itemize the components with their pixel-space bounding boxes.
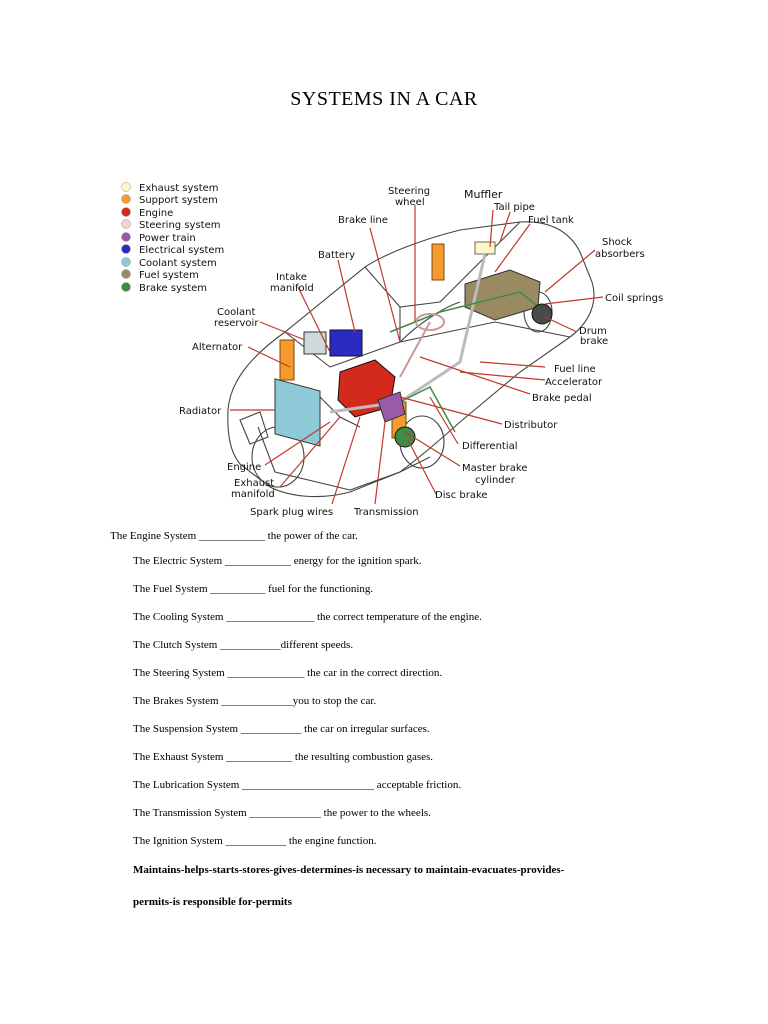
legend-label: Steering system	[139, 220, 220, 231]
label-coil-springs: Coil springs	[605, 293, 663, 304]
label-brake-pedal: Brake pedal	[532, 393, 592, 404]
front-spring-part	[279, 339, 295, 381]
label-drum-brake-2: brake	[580, 336, 608, 347]
label-brake-line: Brake line	[338, 215, 388, 226]
legend-swatch	[121, 182, 131, 192]
legend: Exhaust system Support system Engine Ste…	[121, 182, 224, 294]
steering-column-part	[399, 321, 431, 378]
sentence-electric: The Electric System ____________ energy …	[133, 555, 422, 567]
muffler-part	[474, 241, 496, 255]
label-alternator: Alternator	[192, 342, 243, 353]
sentence-steering: The Steering System ______________ the c…	[133, 667, 443, 679]
sentence-suspension: The Suspension System ___________ the ca…	[133, 723, 430, 735]
exhaust-pipe-part	[329, 253, 487, 414]
label-fuel-line: Fuel line	[554, 364, 596, 375]
label-exhaust-manifold-1: Exhaust	[234, 478, 274, 489]
legend-label: Support system	[139, 195, 218, 206]
legend-label: Fuel system	[139, 270, 199, 281]
label-transmission: Transmission	[353, 507, 419, 518]
drum-brake-part	[531, 303, 553, 325]
sentence-clutch: The Clutch System ___________different s…	[133, 639, 354, 651]
sentence-exhaust: The Exhaust System ____________ the resu…	[133, 751, 434, 763]
label-steering-wheel-1: Steering	[388, 186, 430, 197]
label-distributor: Distributor	[504, 420, 558, 431]
label-steering-wheel-2: wheel	[395, 197, 425, 208]
legend-label: Electrical system	[139, 245, 224, 256]
legend-swatch	[121, 207, 131, 217]
label-shock-absorbers-1: Shock	[602, 237, 632, 248]
label-exhaust-manifold-2: manifold	[231, 489, 275, 500]
diagram-labels: Steering wheel Muffler Tail pipe Brake l…	[179, 186, 663, 518]
sentence-lubrication: The Lubrication System _________________…	[133, 779, 462, 791]
label-coolant-reservoir-1: Coolant	[217, 307, 255, 318]
legend-label: Coolant system	[139, 258, 217, 269]
label-disc-brake: Disc brake	[435, 490, 488, 501]
legend-swatch	[121, 282, 131, 292]
battery-part	[329, 329, 363, 357]
brake-line-part-2	[399, 386, 456, 433]
sentence-engine: The Engine System ____________ the power…	[110, 530, 358, 542]
label-differential: Differential	[462, 441, 518, 452]
sentence-brakes: The Brakes System _____________you to st…	[133, 695, 377, 707]
legend-label: Power train	[139, 233, 196, 244]
page-title: SYSTEMS IN A CAR	[290, 88, 478, 110]
legend-label: Engine	[139, 208, 173, 219]
sentence-fuel: The Fuel System __________ fuel for the …	[133, 583, 374, 595]
label-master-brake-1: Master brake	[462, 463, 528, 474]
word-bank-line-1: Maintains-helps-starts-stores-gives-dete…	[133, 864, 565, 876]
legend-swatch	[121, 232, 131, 242]
label-coolant-reservoir-2: reservoir	[214, 318, 259, 329]
legend-swatch	[121, 257, 131, 267]
label-fuel-tank: Fuel tank	[528, 215, 574, 226]
label-muffler: Muffler	[464, 188, 503, 201]
label-master-brake-2: cylinder	[475, 475, 516, 486]
word-bank-line-2: permits-is responsible for-permits	[133, 896, 292, 908]
legend-swatch	[121, 219, 131, 229]
leader-lines	[230, 205, 604, 505]
label-shock-absorbers-2: absorbers	[595, 249, 645, 260]
rear-spring-part	[431, 243, 445, 281]
label-spark-plug-wires: Spark plug wires	[250, 507, 333, 518]
label-accelerator: Accelerator	[545, 377, 603, 388]
label-battery: Battery	[318, 250, 355, 261]
car-components	[274, 241, 553, 448]
label-intake-manifold-2: manifold	[270, 283, 314, 294]
legend-label: Exhaust system	[139, 183, 219, 194]
label-intake-manifold-1: Intake	[276, 272, 307, 283]
sentence-ignition: The Ignition System ___________ the engi…	[133, 835, 377, 847]
legend-swatch	[121, 269, 131, 279]
sentence-cooling: The Cooling System ________________ the …	[133, 611, 482, 623]
sentence-transmission: The Transmission System _____________ th…	[133, 807, 431, 819]
label-drum-brake-1: Drum	[579, 326, 607, 337]
label-tail-pipe: Tail pipe	[493, 202, 535, 213]
legend-label: Brake system	[139, 283, 207, 294]
legend-swatch	[121, 244, 131, 254]
radiator-part	[274, 378, 321, 447]
steering-wheel-part	[415, 313, 445, 331]
label-engine: Engine	[227, 462, 261, 473]
car-systems-diagram: Exhaust system Support system Engine Ste…	[100, 172, 680, 524]
legend-swatch	[121, 194, 131, 204]
transmission-part	[377, 391, 406, 423]
disc-brake-part	[394, 426, 416, 448]
coolant-reservoir-part	[303, 331, 327, 355]
label-radiator: Radiator	[179, 406, 222, 417]
